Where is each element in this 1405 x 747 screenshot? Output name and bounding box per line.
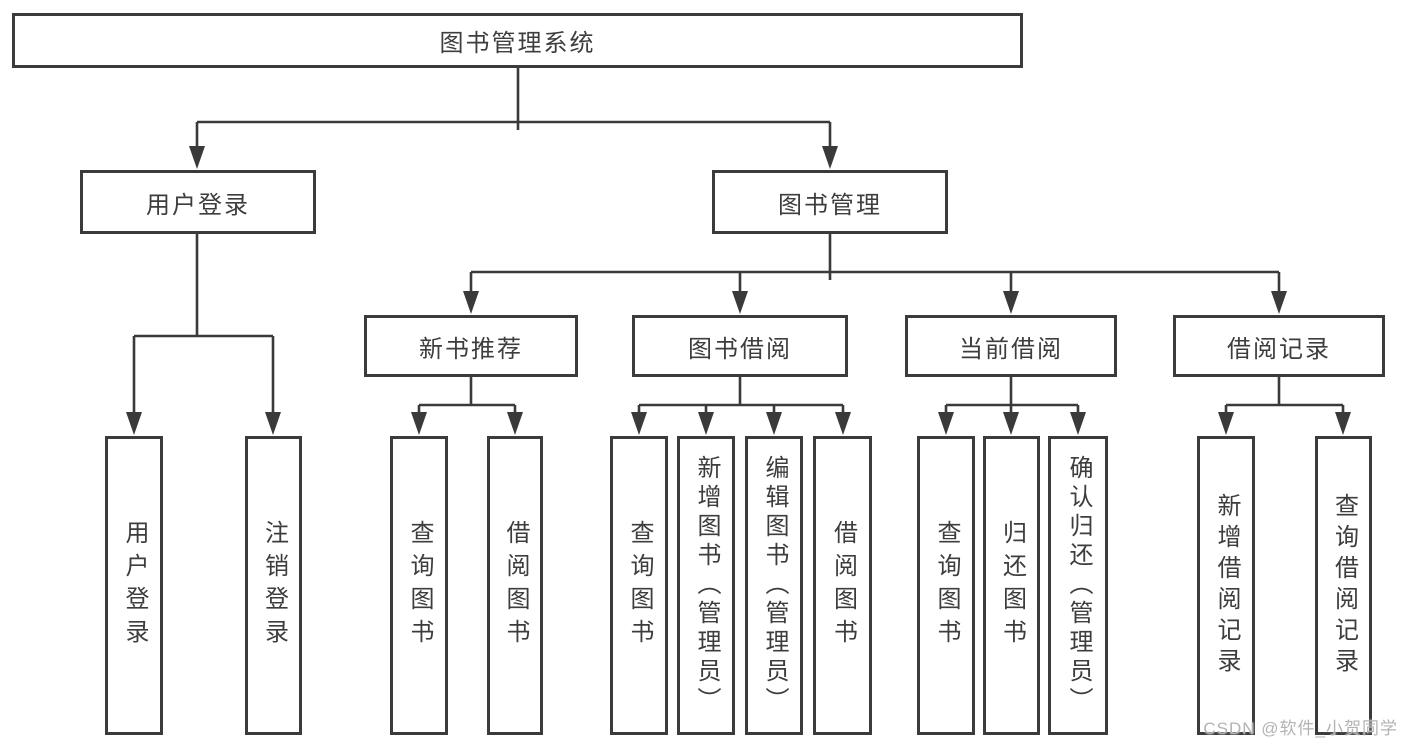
leaf-logout-label: 注销登录 [260,519,288,652]
node-root-label: 图书管理系统 [439,30,596,57]
leaf-borrow-books: 借阅图书 [813,436,872,735]
node-new-book-recommend-label: 新书推荐 [419,335,523,363]
leaf-user-login-label: 用户登录 [121,519,148,652]
leaf-query-books-recommend-label: 查询图书 [406,519,433,652]
node-borrow-record-label: 借阅记录 [1227,335,1331,363]
node-book-borrow-label: 图书借阅 [688,335,792,363]
leaf-query-books-borrow-label: 查询图书 [626,519,653,652]
leaf-edit-books-admin-label: 编辑图书（管理员） [761,455,788,716]
node-new-book-recommend: 新书推荐 [364,315,578,377]
node-book-management-label: 图书管理 [778,191,882,219]
leaf-add-books-admin-label: 新增图书（管理员） [693,455,720,716]
node-current-borrow: 当前借阅 [905,315,1117,377]
leaf-borrow-books-recommend-label: 借阅图书 [502,519,529,652]
node-borrow-record: 借阅记录 [1173,315,1385,377]
arrowheads [126,146,1351,435]
leaf-query-books-recommend: 查询图书 [390,436,448,735]
leaf-logout: 注销登录 [245,436,302,735]
leaf-user-login: 用户登录 [105,436,163,735]
leaf-query-books-current: 查询图书 [917,436,975,735]
leaf-add-books-admin: 新增图书（管理员） [677,436,735,735]
csdn-watermark: CSDN @软件_小贺同学 [1203,719,1398,738]
leaf-query-borrow-record: 查询借阅记录 [1315,436,1372,735]
leaf-confirm-return-admin: 确认归还（管理员） [1048,436,1108,735]
leaf-query-books-borrow: 查询图书 [610,436,668,735]
node-book-management: 图书管理 [712,170,948,234]
leaf-query-books-current-label: 查询图书 [933,519,960,652]
leaf-borrow-books-recommend: 借阅图书 [487,436,543,735]
leaf-borrow-books-label: 借阅图书 [829,519,857,652]
leaf-return-books: 归还图书 [983,436,1040,735]
leaf-confirm-return-admin-label: 确认归还（管理员） [1065,455,1092,716]
leaf-edit-books-admin: 编辑图书（管理员） [745,436,803,735]
node-user-login: 用户登录 [80,170,316,234]
node-root: 图书管理系统 [12,13,1023,68]
node-current-borrow-label: 当前借阅 [959,335,1063,363]
leaf-query-borrow-record-label: 查询借阅记录 [1330,492,1358,679]
node-user-login-label: 用户登录 [146,191,250,219]
node-book-borrow: 图书借阅 [632,315,848,377]
leaf-add-borrow-record: 新增借阅记录 [1197,436,1255,735]
leaf-return-books-label: 归还图书 [998,519,1026,652]
leaf-add-borrow-record-label: 新增借阅记录 [1213,492,1240,679]
